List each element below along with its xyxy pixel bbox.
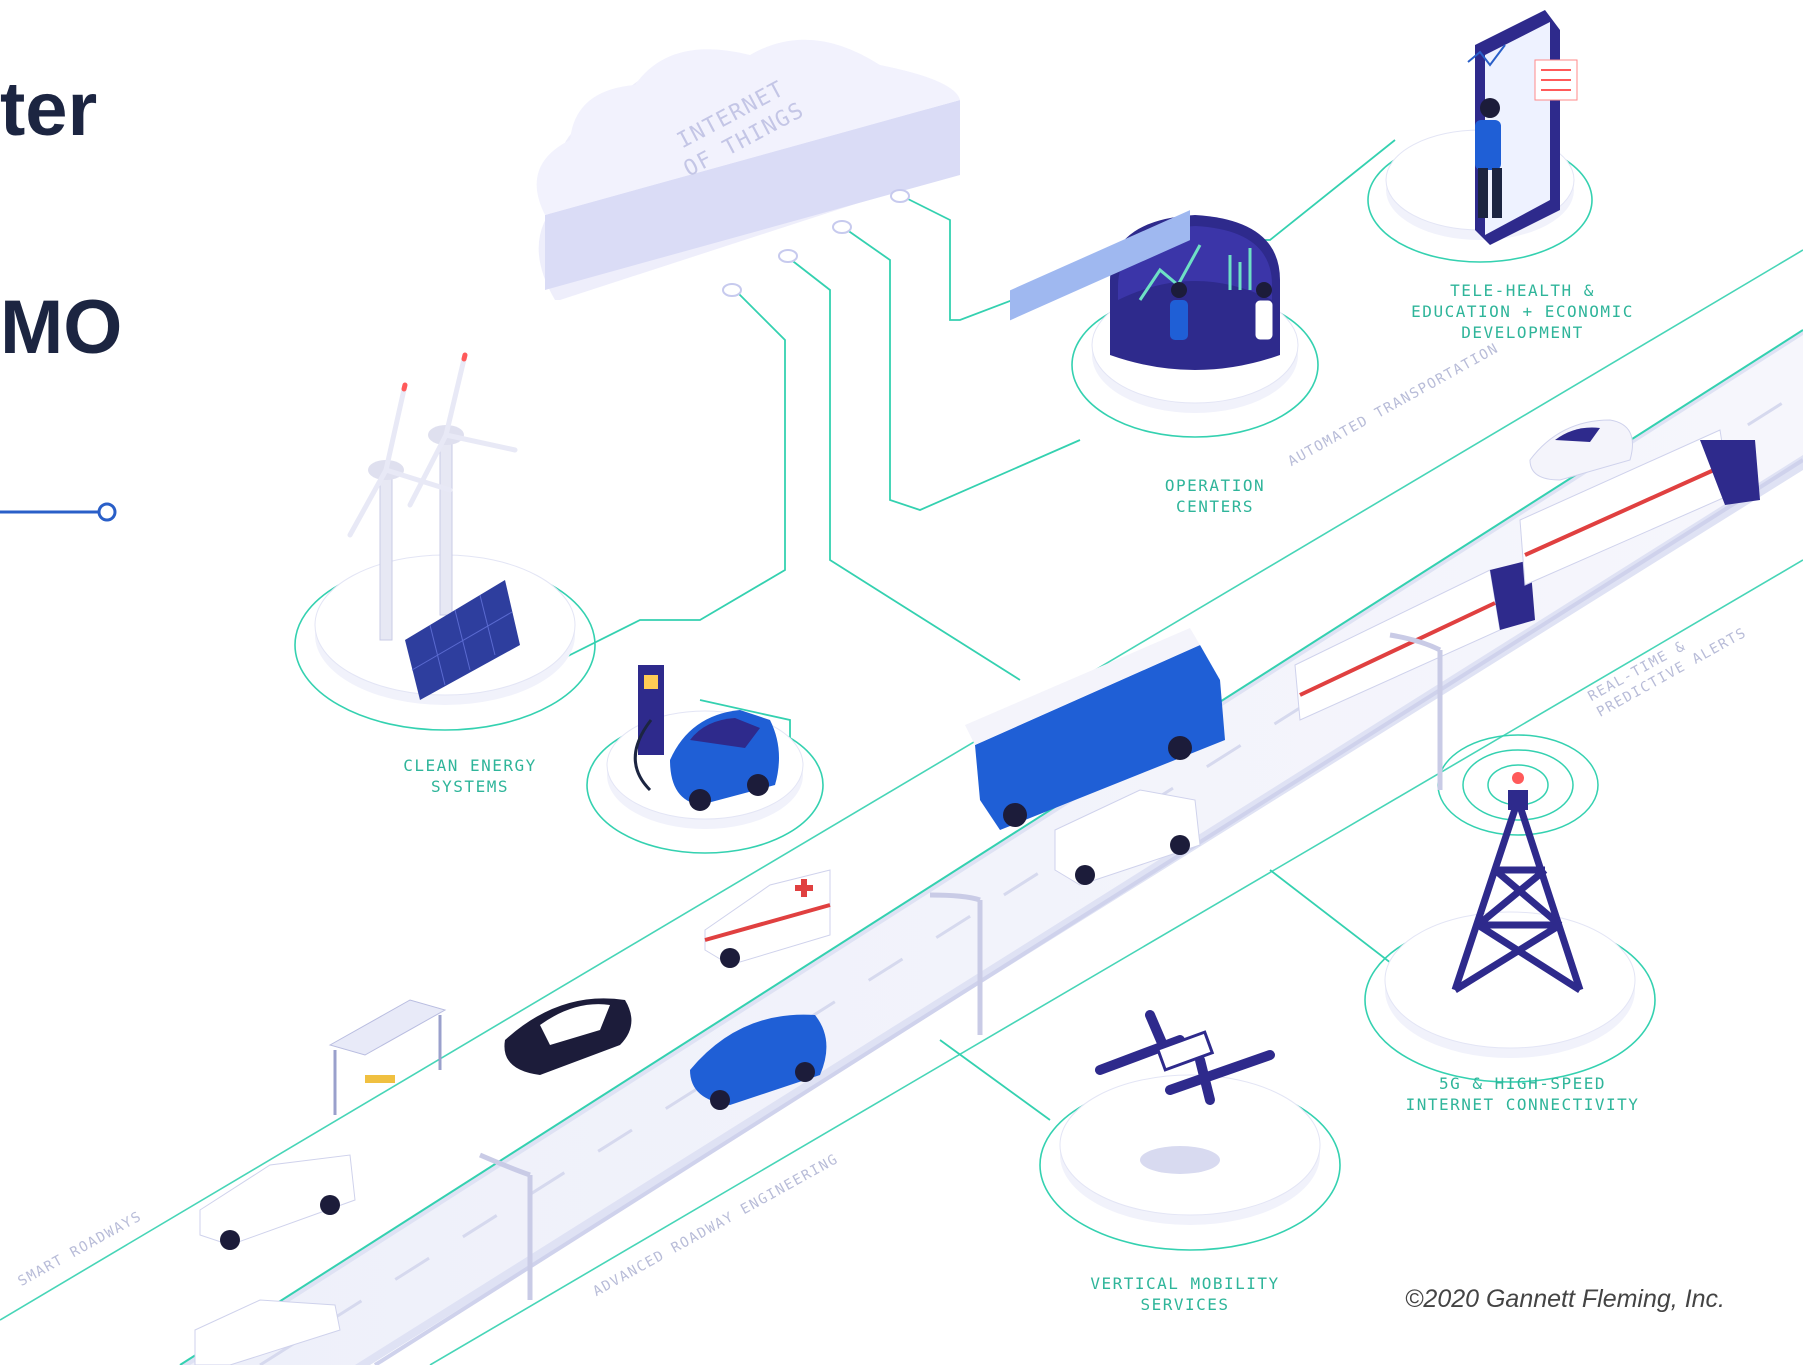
autonomous-car — [1529, 419, 1633, 481]
solar-panel — [405, 580, 520, 700]
police-car — [504, 998, 632, 1075]
label-telehealth: TELE-HEALTH & EDUCATION + ECONOMIC DEVEL… — [1411, 281, 1634, 342]
roadway — [0, 249, 1803, 1365]
ev-charging-platform — [586, 665, 824, 854]
telehealth-platform — [1367, 10, 1593, 263]
title-line-1-fragment: ter — [0, 67, 98, 152]
drone — [1095, 1010, 1275, 1105]
label-operation-centers: OPERATION CENTERS — [1164, 476, 1266, 516]
label-clean-energy: CLEAN ENERGY SYSTEMS — [403, 756, 537, 796]
label-vertical-mobility: VERTICAL MOBILITY SERVICES — [1090, 1274, 1280, 1314]
clean-energy-platform — [294, 352, 596, 731]
bus-shelter — [328, 999, 447, 1115]
copyright-notice: ©2020 Gannett Fleming, Inc. — [1405, 1285, 1725, 1313]
5g-tower-platform — [1364, 734, 1656, 1083]
white-car — [194, 1299, 341, 1365]
pickup-truck — [199, 1154, 356, 1250]
cloud-iot — [536, 39, 960, 300]
truck-trailer-1 — [1294, 560, 1535, 721]
ambulance — [704, 869, 831, 968]
bus — [965, 210, 1225, 830]
truck-trailer-2 — [1519, 429, 1760, 586]
title-line-2-fragment: MO — [0, 285, 123, 370]
label-5g-connectivity: 5G & HIGH-SPEED INTERNET CONNECTIVITY — [1405, 1074, 1640, 1114]
blue-suv — [690, 1014, 827, 1110]
wind-turbines — [347, 352, 518, 641]
van — [1054, 789, 1201, 886]
title-underline — [0, 502, 117, 522]
vehicles — [194, 210, 1760, 1365]
street-lights — [479, 632, 1443, 1300]
vertical-mobility-platform — [1039, 1010, 1341, 1251]
